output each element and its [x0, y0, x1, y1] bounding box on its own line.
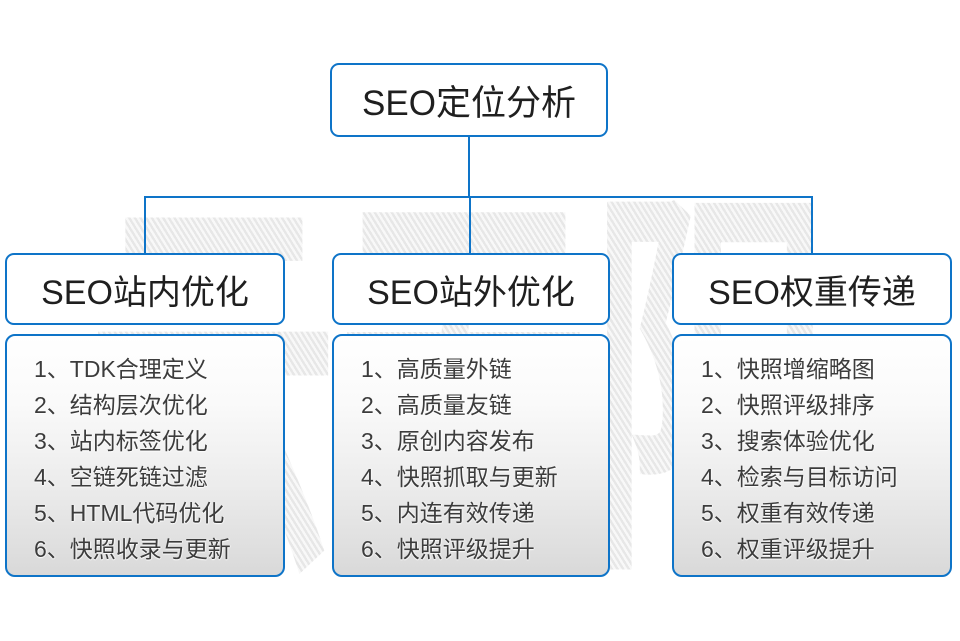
connector-root-stem: [468, 136, 470, 197]
list-item: 3、站内标签优化: [34, 428, 208, 454]
column-onsite-list: 1、TDK合理定义 2、结构层次优化 3、站内标签优化 4、空链死链过滤 5、H…: [5, 334, 285, 577]
list-item: 5、HTML代码优化: [34, 500, 225, 526]
connector-drop-right: [811, 196, 813, 254]
column-onsite-header: SEO站内优化: [5, 253, 285, 325]
list-item: 5、内连有效传递: [361, 500, 535, 526]
list-item: 2、结构层次优化: [34, 392, 208, 418]
connector-horizontal-bar: [144, 196, 813, 198]
root-node-title: SEO定位分析: [362, 83, 576, 123]
list-item: 1、快照增缩略图: [701, 356, 875, 382]
column-weight-title: SEO权重传递: [708, 273, 916, 312]
list-item: 6、权重评级提升: [701, 536, 875, 562]
list-item: 3、搜索体验优化: [701, 428, 875, 454]
list-item: 2、高质量友链: [361, 392, 512, 418]
list-item: 4、空链死链过滤: [34, 464, 208, 490]
column-offsite-header: SEO站外优化: [332, 253, 610, 325]
list-item: 6、快照收录与更新: [34, 536, 231, 562]
connector-drop-middle: [469, 196, 471, 254]
list-item: 4、快照抓取与更新: [361, 464, 558, 490]
list-item: 5、权重有效传递: [701, 500, 875, 526]
column-offsite-title: SEO站外优化: [367, 273, 575, 312]
column-onsite-title: SEO站内优化: [41, 273, 249, 312]
list-item: 1、高质量外链: [361, 356, 512, 382]
list-item: 6、快照评级提升: [361, 536, 535, 562]
list-item: 2、快照评级排序: [701, 392, 875, 418]
connector-drop-left: [144, 196, 146, 254]
column-weight-list: 1、快照增缩略图 2、快照评级排序 3、搜索体验优化 4、检索与目标访问 5、权…: [672, 334, 952, 577]
column-weight-header: SEO权重传递: [672, 253, 952, 325]
root-node: SEO定位分析: [330, 63, 608, 137]
column-offsite-list: 1、高质量外链 2、高质量友链 3、原创内容发布 4、快照抓取与更新 5、内连有…: [332, 334, 610, 577]
list-item: 1、TDK合理定义: [34, 356, 208, 382]
list-item: 4、检索与目标访问: [701, 464, 898, 490]
list-item: 3、原创内容发布: [361, 428, 535, 454]
